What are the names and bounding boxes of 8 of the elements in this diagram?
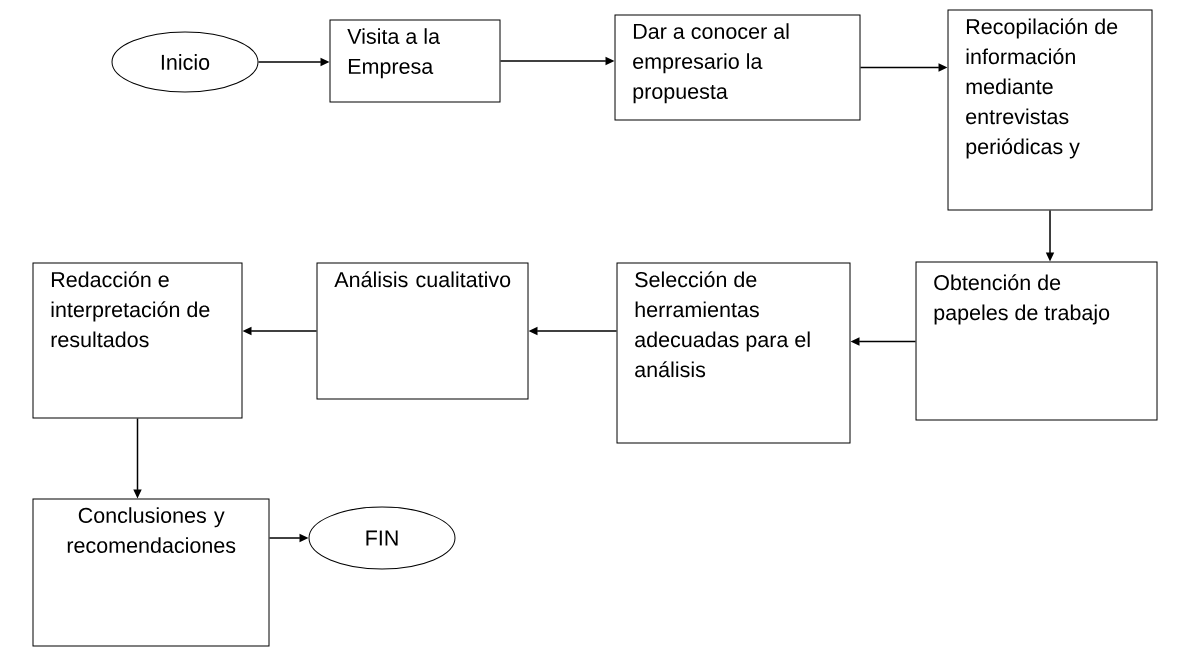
process-box: Conclusiones y recomendaciones [32,498,270,647]
process-box: Dar a conocer al empresario la propuesta [614,14,861,121]
process-box: Obtención de papeles de trabajo [915,261,1158,421]
process-box: Redacción e interpretación de resultados [32,262,243,419]
process-box: Visita a la Empresa [329,19,501,103]
process-box: Selección de herramientas adecuadas para el análisis [616,262,851,444]
process-box: Análisis cualitativo [316,262,529,400]
process-box: Recopilación de información mediante entrevistas periódicas y [947,9,1153,211]
